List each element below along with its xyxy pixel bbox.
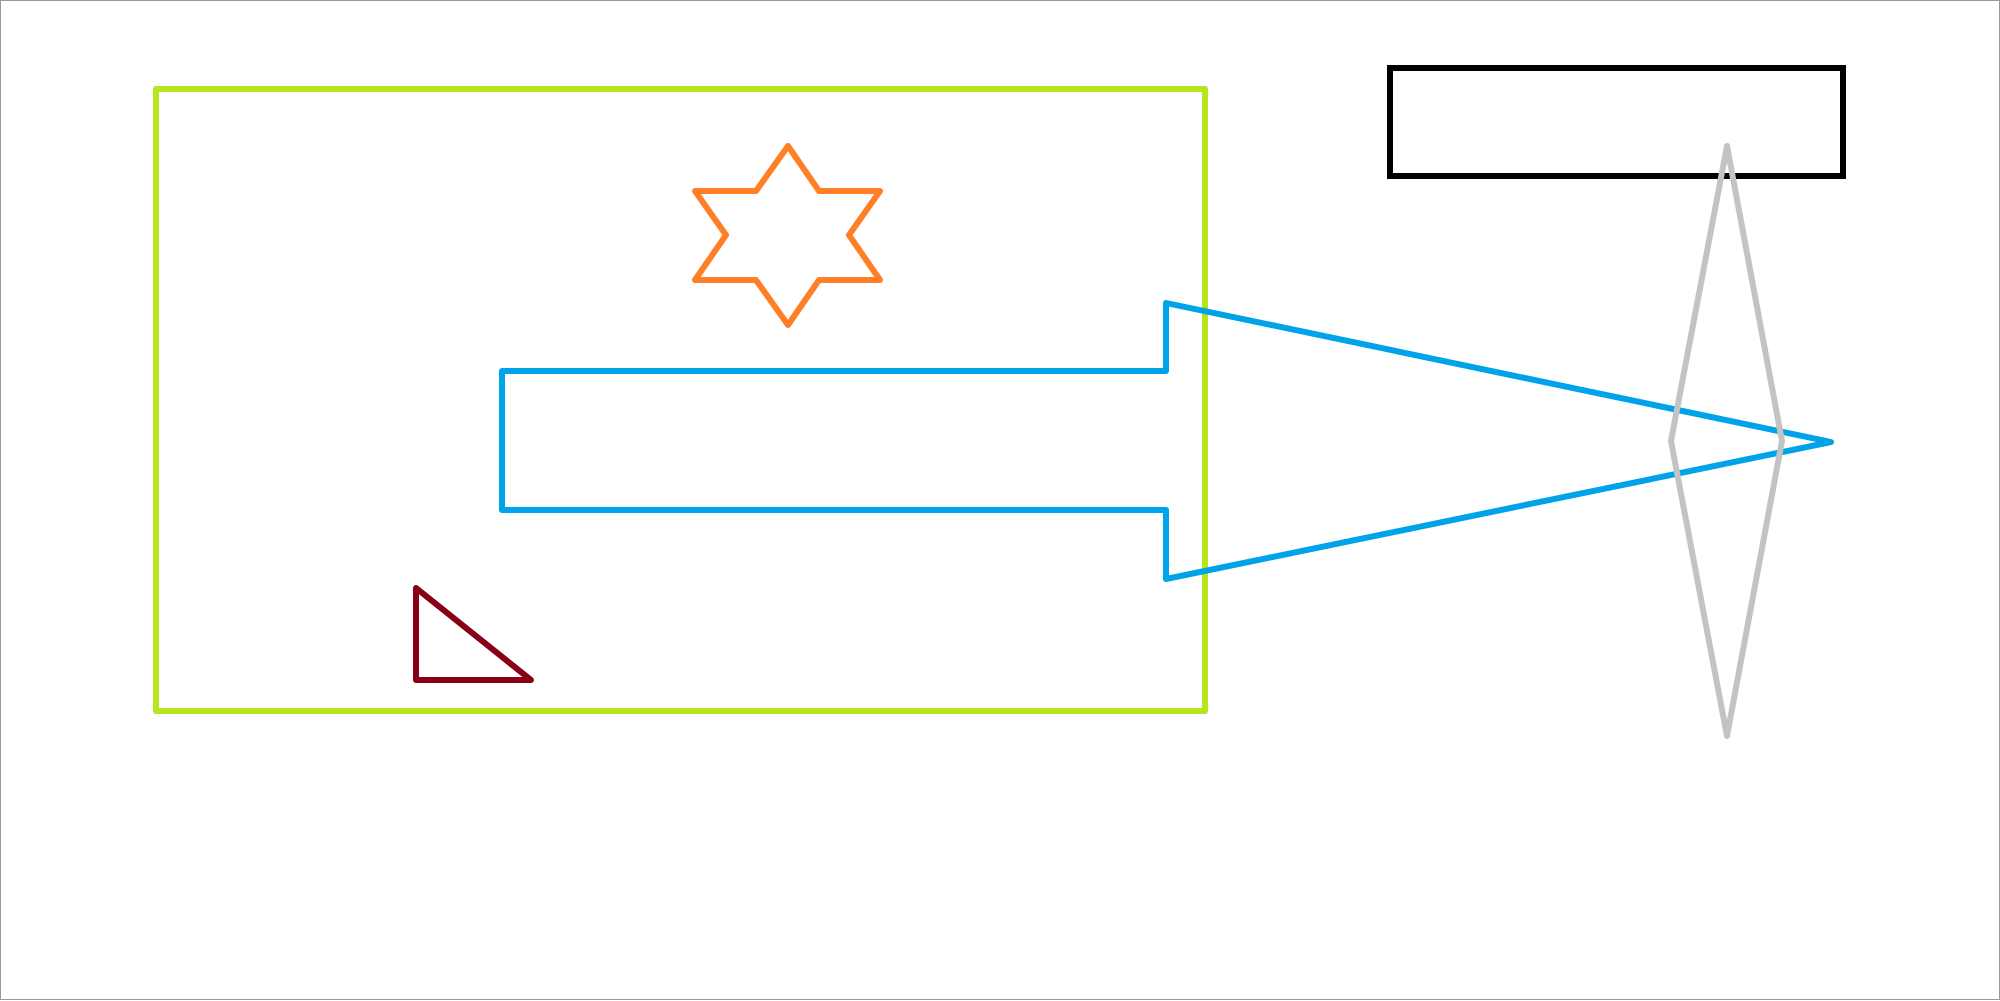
orange-star [692, 143, 883, 328]
green-rectangle [153, 86, 1208, 714]
red-triangle [413, 585, 534, 683]
black-rectangle [1387, 65, 1846, 179]
gray-diamond [1668, 143, 1785, 739]
blue-arrow [499, 300, 1834, 582]
